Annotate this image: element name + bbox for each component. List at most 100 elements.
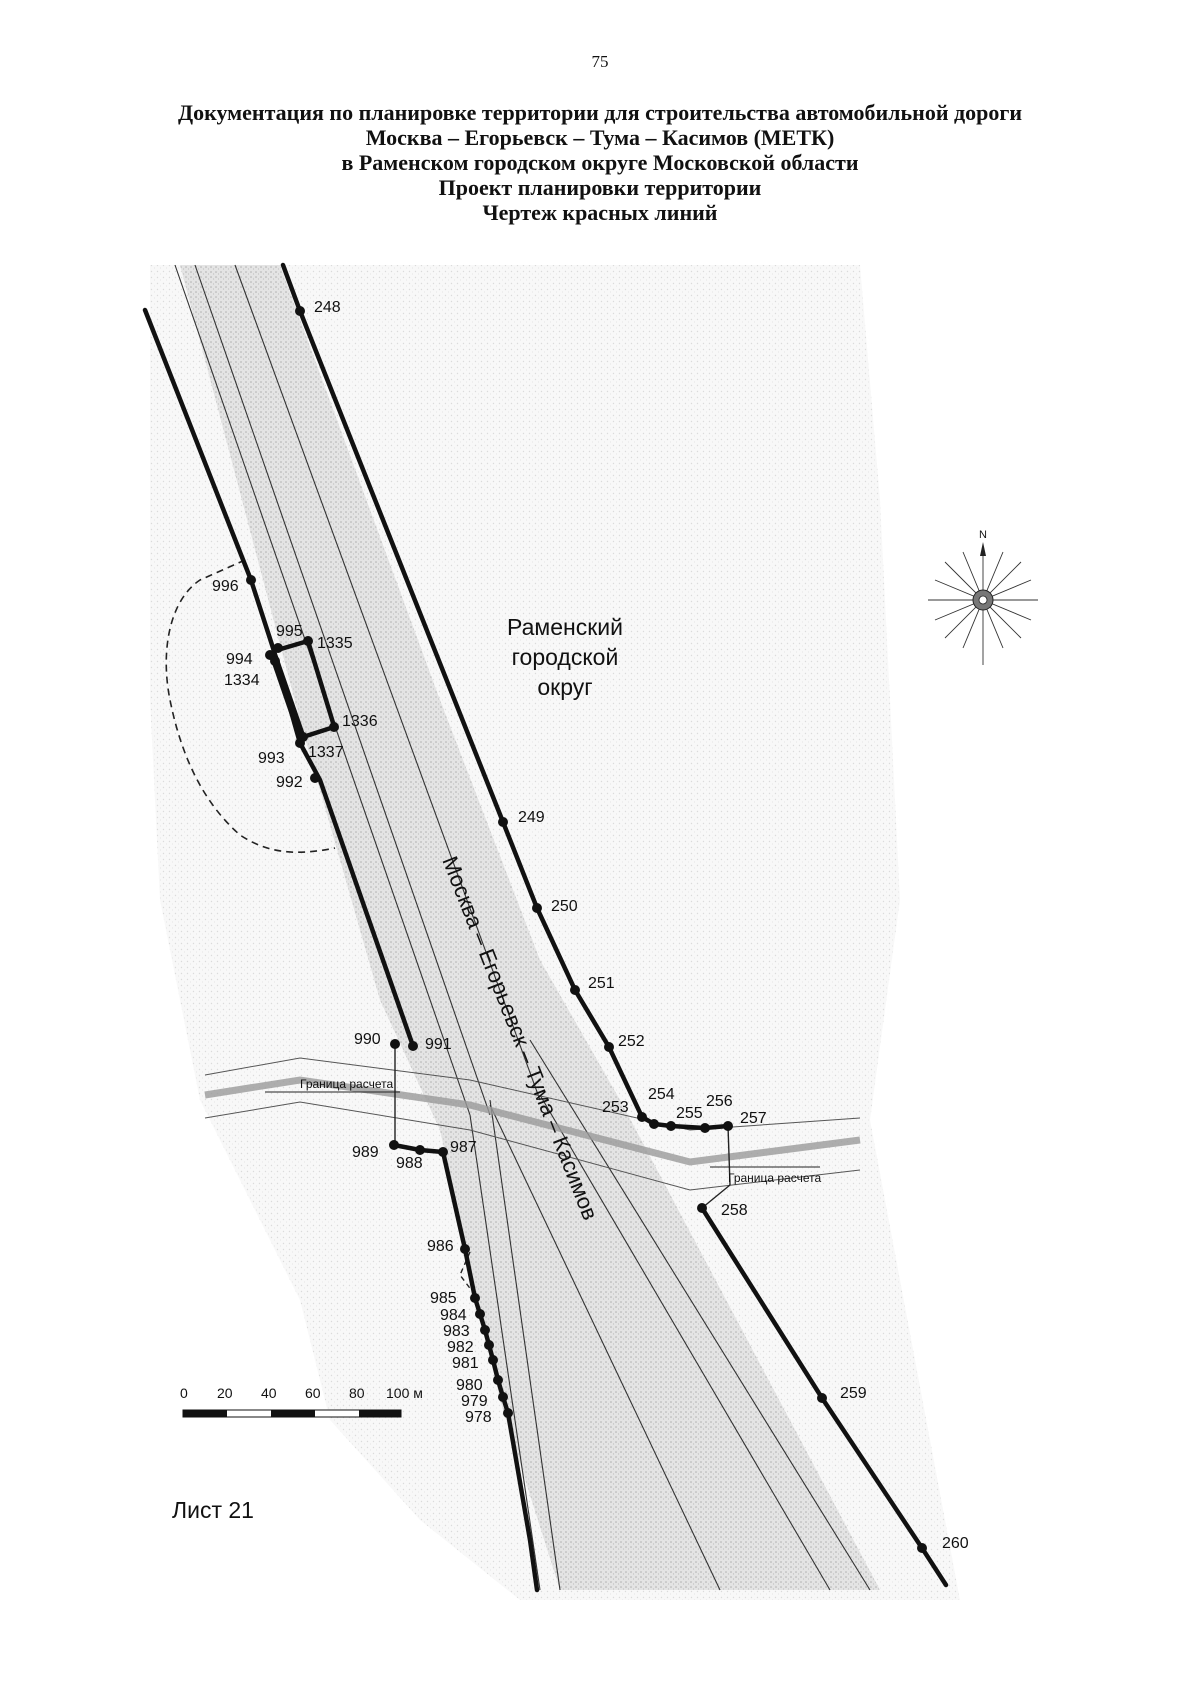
document-title: Документация по планировке территории дл… xyxy=(90,100,1110,225)
district-label-line-2: городской xyxy=(512,644,619,670)
title-line-3: в Раменском городском округе Московской … xyxy=(341,150,859,175)
label-992: 992 xyxy=(276,774,303,791)
point-992 xyxy=(310,773,320,783)
label-252: 252 xyxy=(618,1033,645,1050)
point-1336 xyxy=(329,722,339,732)
point-983 xyxy=(480,1325,490,1335)
road-edge-lines xyxy=(174,264,871,1591)
scale-tick-20: 20 xyxy=(217,1385,233,1401)
label-255: 255 xyxy=(676,1105,703,1122)
point-979 xyxy=(498,1392,508,1402)
scale-tick-80: 80 xyxy=(349,1385,365,1401)
label-253: 253 xyxy=(602,1099,629,1116)
label-258: 258 xyxy=(721,1202,748,1219)
label-985: 985 xyxy=(430,1290,457,1307)
road-corridor xyxy=(180,265,880,1590)
label-979: 979 xyxy=(461,1393,488,1410)
calc-boundary xyxy=(204,1057,861,1191)
point-258 xyxy=(697,1203,707,1213)
label-981: 981 xyxy=(452,1355,479,1372)
point-1335 xyxy=(303,636,313,646)
point-252 xyxy=(604,1042,614,1052)
sheet-label: Лист 21 xyxy=(172,1497,254,1523)
compass-north-label: N xyxy=(979,529,987,541)
point-257 xyxy=(723,1121,733,1131)
label-1337: 1337 xyxy=(308,744,344,761)
point-981 xyxy=(488,1355,498,1365)
district-label: Раменский городской округ xyxy=(507,614,623,700)
label-987: 987 xyxy=(450,1139,477,1156)
point-markers xyxy=(246,306,927,1553)
point-982 xyxy=(484,1340,494,1350)
label-254: 254 xyxy=(648,1086,675,1103)
scale-tick-100: 100 м xyxy=(386,1385,423,1401)
label-994: 994 xyxy=(226,651,253,668)
label-256: 256 xyxy=(706,1093,733,1110)
point-978 xyxy=(503,1408,513,1418)
title-line-1: Документация по планировке территории дл… xyxy=(177,100,1023,125)
point-253 xyxy=(637,1112,647,1122)
label-983: 983 xyxy=(443,1323,470,1340)
scale-bar: 0 20 40 60 80 100 м xyxy=(180,1385,423,1418)
label-982: 982 xyxy=(447,1339,474,1356)
label-257: 257 xyxy=(740,1110,767,1127)
point-985 xyxy=(470,1293,480,1303)
label-978: 978 xyxy=(465,1409,492,1426)
point-255 xyxy=(666,1121,676,1131)
title-line-2: Москва – Егорьевск – Тума – Касимов (МЕТ… xyxy=(365,125,835,150)
label-249: 249 xyxy=(518,809,545,826)
point-251 xyxy=(570,985,580,995)
label-251: 251 xyxy=(588,975,615,992)
point-249 xyxy=(498,817,508,827)
page-number: 75 xyxy=(591,52,609,71)
thin-connector-258 xyxy=(701,1184,731,1209)
point-259 xyxy=(817,1393,827,1403)
label-1334: 1334 xyxy=(224,672,260,689)
point-993 xyxy=(295,738,305,748)
label-993: 993 xyxy=(258,750,285,767)
calc-boundary-labels: Граница расчета Граница расчета xyxy=(300,1077,821,1185)
point-254 xyxy=(649,1119,659,1129)
title-line-5: Чертеж красных линий xyxy=(482,200,718,225)
label-988: 988 xyxy=(396,1155,423,1172)
dashed-boundary xyxy=(165,559,336,854)
label-996: 996 xyxy=(212,578,239,595)
point-1334 xyxy=(270,656,280,666)
point-996 xyxy=(246,575,256,585)
scale-tick-0: 0 xyxy=(180,1385,188,1401)
label-260: 260 xyxy=(942,1535,969,1552)
label-986: 986 xyxy=(427,1238,454,1255)
point-250 xyxy=(532,903,542,913)
point-987 xyxy=(438,1147,448,1157)
calc-boundary-label-right: Граница расчета xyxy=(728,1171,821,1185)
label-995: 995 xyxy=(276,623,303,640)
label-984: 984 xyxy=(440,1307,467,1324)
point-995 xyxy=(273,643,283,653)
point-988 xyxy=(415,1145,425,1155)
point-986 xyxy=(460,1244,470,1254)
red-line-thick-segment xyxy=(270,655,306,740)
calc-boundary-label-left: Граница расчета xyxy=(300,1077,393,1091)
point-260 xyxy=(917,1543,927,1553)
thin-connector-257-258 xyxy=(727,1125,731,1186)
compass-rose: N xyxy=(928,529,1038,665)
scale-tick-60: 60 xyxy=(305,1385,321,1401)
point-980 xyxy=(493,1375,503,1385)
label-990: 990 xyxy=(354,1031,381,1048)
point-248 xyxy=(295,306,305,316)
label-248: 248 xyxy=(314,299,341,316)
district-label-line-1: Раменский xyxy=(507,614,623,640)
label-1335: 1335 xyxy=(317,635,353,652)
label-980: 980 xyxy=(456,1377,483,1394)
label-259: 259 xyxy=(840,1385,867,1402)
label-989: 989 xyxy=(352,1144,379,1161)
point-990 xyxy=(390,1039,400,1049)
scale-tick-40: 40 xyxy=(261,1385,277,1401)
point-256 xyxy=(700,1123,710,1133)
point-labels: 248 249 250 251 252 253 254 255 256 257 … xyxy=(212,299,969,1552)
label-250: 250 xyxy=(551,898,578,915)
title-line-4: Проект планировки территории xyxy=(438,175,762,200)
district-label-line-3: округ xyxy=(537,674,592,700)
point-991 xyxy=(408,1041,418,1051)
